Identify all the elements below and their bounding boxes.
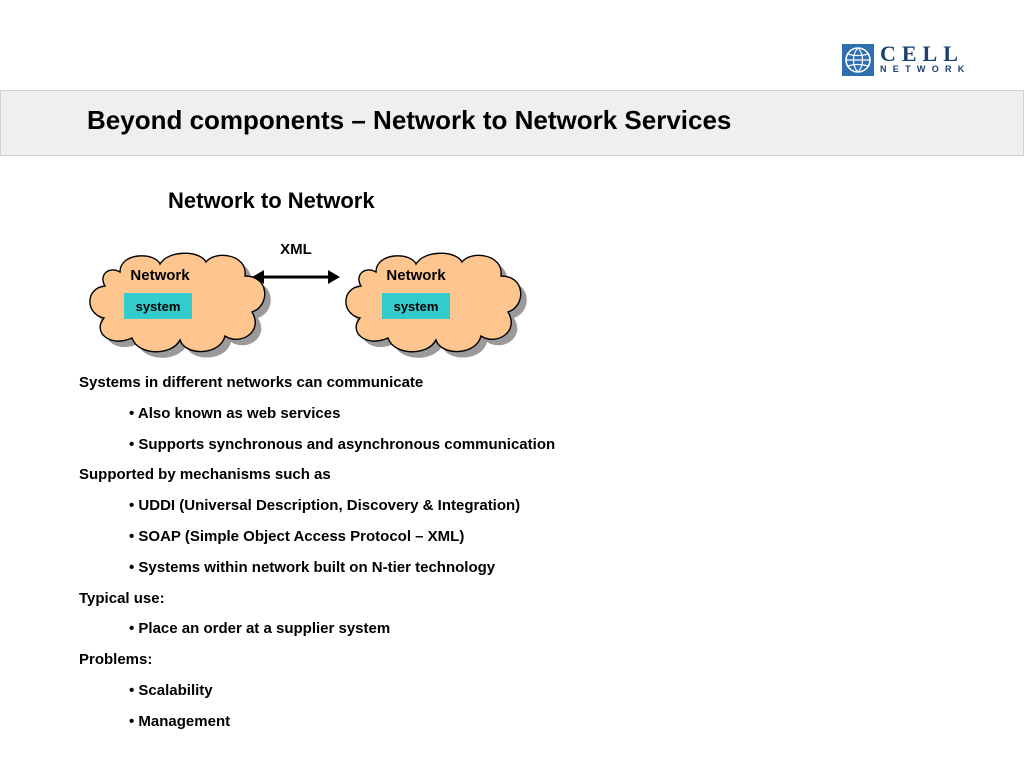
logo-subword: NETWORK — [880, 64, 971, 74]
system-box — [382, 293, 450, 319]
network-label: Network — [130, 267, 190, 284]
system-label: system — [394, 299, 439, 314]
slide-title: Beyond components – Network to Network S… — [87, 105, 732, 135]
bullet-line: Supported by mechanisms such as — [79, 466, 331, 484]
diagram-title: Network to Network — [168, 188, 375, 213]
bullet-list: Systems in different networks can commun… — [79, 374, 779, 744]
bullet-line: Problems: — [79, 651, 153, 669]
bullet-line: • Systems within network built on N-tier… — [129, 558, 496, 576]
system-box — [124, 293, 192, 319]
system-label: system — [136, 299, 181, 314]
network-cloud-right: Network system — [345, 252, 527, 358]
network-cloud-left: Network system — [89, 252, 271, 358]
bullet-line: • SOAP (Simple Object Access Protocol – … — [129, 527, 465, 545]
bullet-line: • Management — [129, 712, 231, 730]
bullet-line: • Supports synchronous and asynchronous … — [129, 435, 556, 453]
bullet-line: • Scalability — [129, 681, 213, 699]
xml-label: XML — [280, 241, 312, 258]
bullet-line: Systems in different networks can commun… — [79, 374, 424, 391]
xml-arrow — [252, 270, 340, 284]
bullet-line: Typical use: — [79, 589, 165, 607]
bullet-line: • Place an order at a supplier system — [129, 620, 391, 638]
globe-logo-icon — [842, 44, 874, 76]
logo-word: CELL — [880, 41, 964, 66]
cell-network-logo: CELL NETWORK — [842, 41, 972, 78]
bullet-line: • Also known as web services — [129, 404, 341, 422]
network-diagram: Network system Network system XML — [89, 241, 527, 358]
title-bar — [0, 90, 1024, 156]
network-label: Network — [386, 267, 446, 284]
bullet-line: • UDDI (Universal Description, Discovery… — [129, 497, 521, 515]
